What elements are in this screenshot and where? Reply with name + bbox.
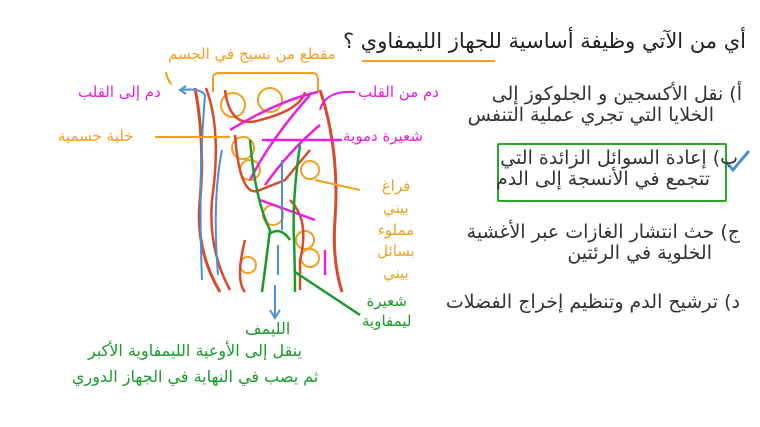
interstitial-leader xyxy=(314,179,361,191)
blood-from-heart-arrow xyxy=(319,90,356,111)
interstitial-line: بسائل بيني xyxy=(377,242,415,282)
question-main: أي من الآتي وظيفة أساسية xyxy=(501,29,746,53)
lymph-label: الليمف xyxy=(245,319,291,338)
option-b[interactable]: ب) إعادة السوائل الزائدة التي تتجمع في ا… xyxy=(496,148,738,190)
option-line: الخلايا التي تجري عملية التنفس xyxy=(467,103,714,126)
option-letter: ب) xyxy=(712,147,738,169)
lymph-capillary-line: شعيرة xyxy=(366,292,407,310)
interstitial-line: فراغ بيني xyxy=(381,177,411,217)
title-pointer xyxy=(165,71,173,85)
blood-capillary-label: شعيرة دموية xyxy=(343,127,423,145)
body-cell-label: خلية جسمية xyxy=(58,127,134,145)
lymph-capillary xyxy=(248,139,361,317)
option-line: إعادة السوائل الزائدة التي xyxy=(500,147,707,169)
question-mark: ؟ xyxy=(342,29,355,53)
lymph-capillary-label: شعيرة ليمفاوية xyxy=(362,292,411,331)
option-line: نقل الأكسجين و الجلوكوز إلى xyxy=(491,83,724,105)
correct-answer-box xyxy=(497,143,727,202)
question-text: أي من الآتي وظيفة أساسية للجهاز الليمفاو… xyxy=(342,29,746,53)
lymph-capillary-line: ليمفاوية xyxy=(362,311,412,330)
interstitial-line: مملوء xyxy=(377,220,415,239)
option-letter: ج) xyxy=(720,221,740,243)
lymph-note-line1: ينقل إلى الأوعية الليمفاوية الأكبر xyxy=(88,341,303,360)
section-bracket xyxy=(212,72,319,92)
blood-to-heart-label: دم إلى القلب xyxy=(78,83,161,101)
question-keyword: للجهاز الليمفاوي xyxy=(360,29,502,53)
option-a[interactable]: أ) نقل الأكسجين و الجلوكوز إلى الخلايا ا… xyxy=(468,84,742,126)
option-c[interactable]: ج) حث انتشار الغازات عبر الأغشية الخلوية… xyxy=(467,222,740,264)
option-letter: أ) xyxy=(729,83,742,105)
blood-from-heart-label: دم من القلب xyxy=(358,83,439,101)
option-line: تتجمع في الأنسجة إلى الدم xyxy=(496,167,710,190)
option-d[interactable]: د) ترشيح الدم وتنظيم إخراج الفضلات xyxy=(446,292,740,313)
lymph-note-line2: ثم يصب في النهاية في الجهاز الدوري xyxy=(72,367,319,386)
option-line: ترشيح الدم وتنظيم إخراج الفضلات xyxy=(445,291,719,313)
option-line: حث انتشار الغازات عبر الأغشية xyxy=(466,221,715,243)
option-letter: د) xyxy=(724,291,740,313)
fluid-flow-arrows xyxy=(178,85,283,320)
blood-capillary xyxy=(229,90,342,275)
interstitial-space-label: فراغ بيني مملوء بسائل بيني xyxy=(368,176,424,285)
option-line: الخلوية في الرئتين xyxy=(567,241,712,264)
vessel-wall-left-inner xyxy=(204,87,232,291)
vessel-wall-right xyxy=(318,89,344,293)
cell-borders xyxy=(223,89,311,293)
check-mark-icon xyxy=(724,150,750,173)
tissue-section-label: مقطع من نسيج في الجسم xyxy=(168,45,336,63)
